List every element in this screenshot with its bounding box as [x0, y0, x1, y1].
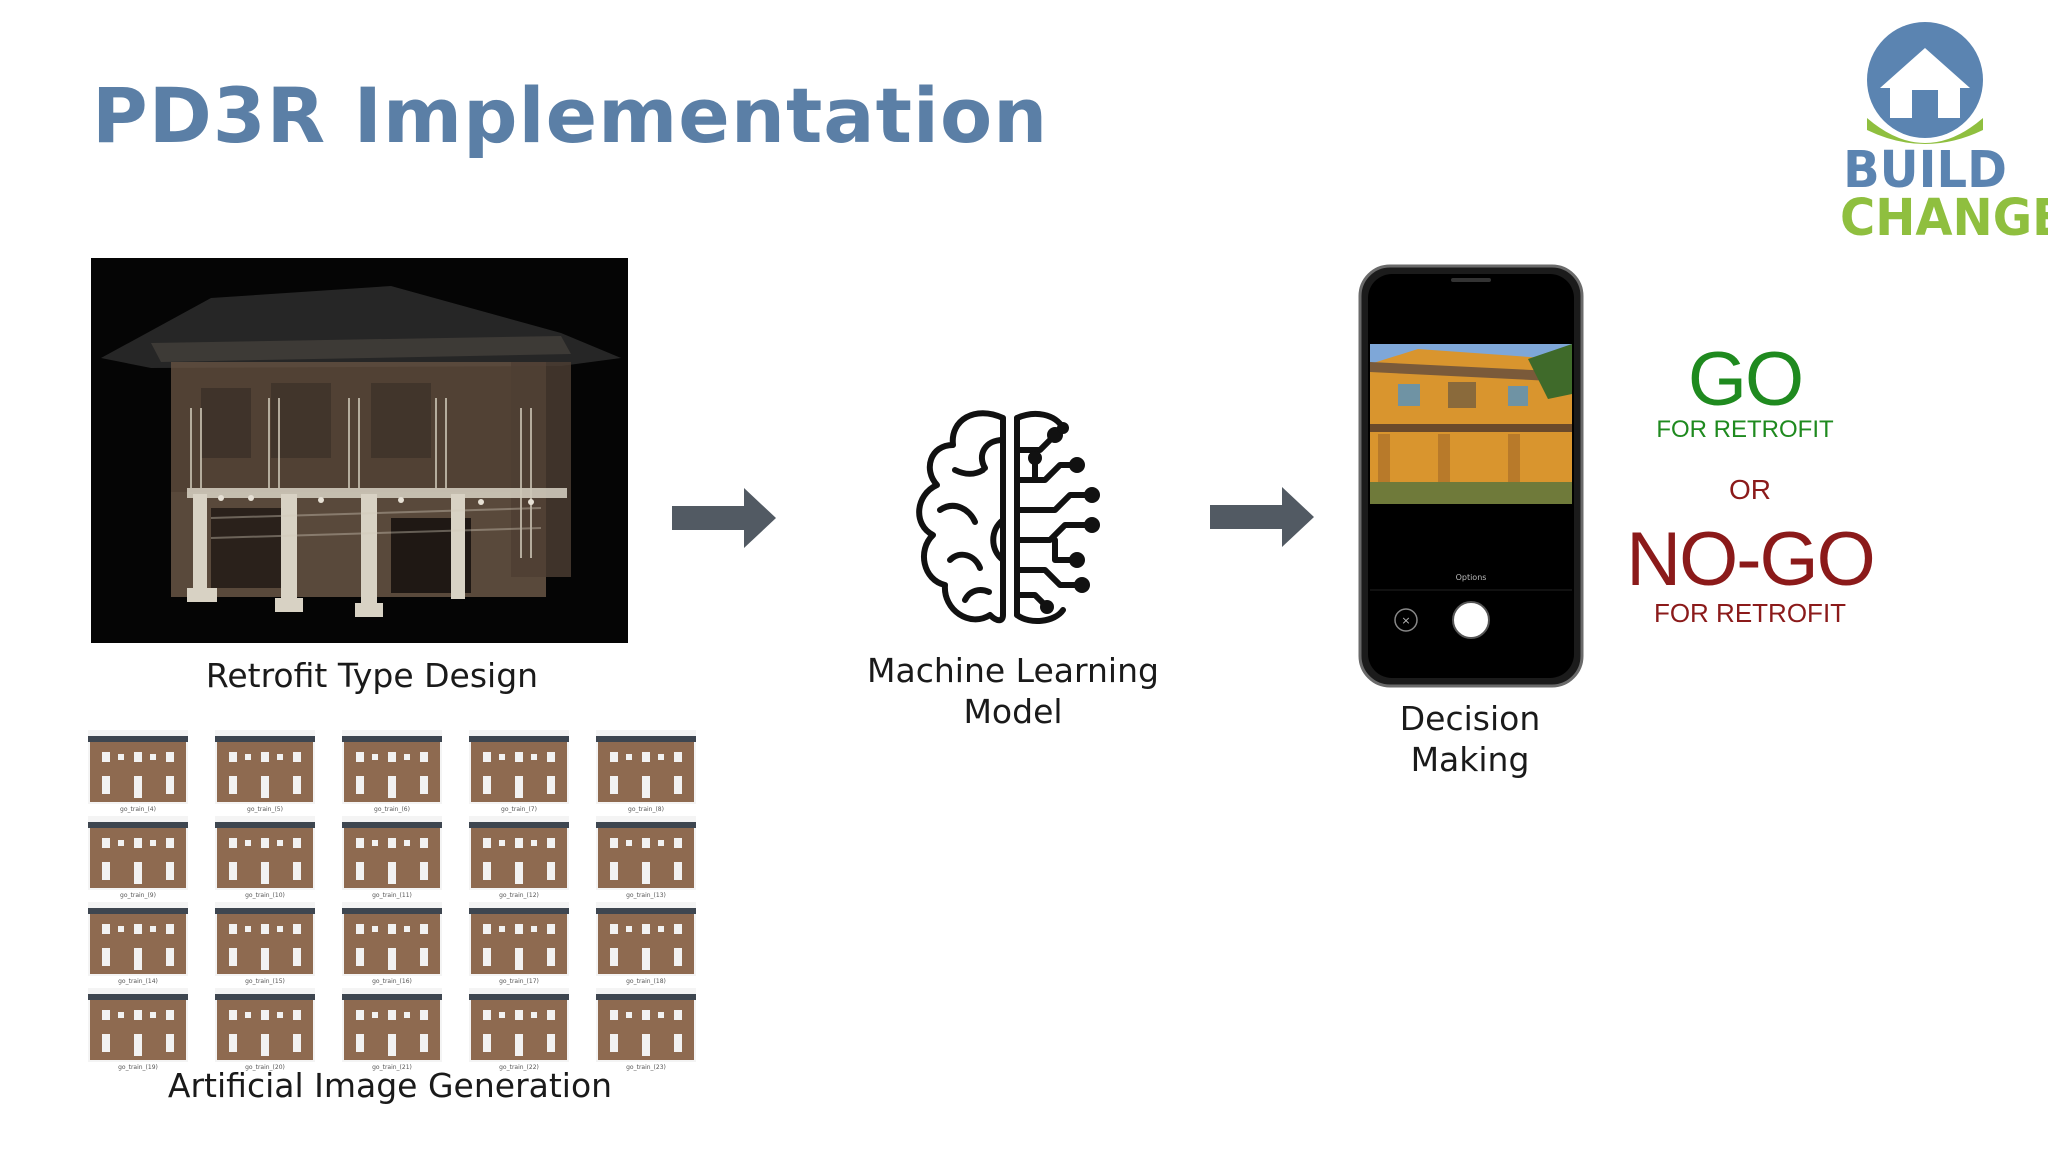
thumbnail-label: go_train_(12): [499, 892, 539, 899]
build-change-logo: BUILD CHANGE: [1840, 18, 2048, 248]
thumbnail-label: go_train_(19): [118, 1064, 158, 1071]
house-thumbnail-image: [88, 816, 188, 890]
thumbnail-label: go_train_(15): [245, 978, 285, 985]
thumbnail-label: go_train_(21): [372, 1064, 412, 1071]
thumbnail: go_train_(8): [596, 730, 696, 814]
decision-caption: Decision Making: [1270, 698, 1670, 780]
thumbnail-label: go_train_(8): [628, 806, 664, 813]
thumbnail-label: go_train_(5): [247, 806, 283, 813]
thumbnail: go_train_(13): [596, 816, 696, 900]
thumbnail-label: go_train_(4): [120, 806, 156, 813]
thumbnail: go_train_(19): [88, 988, 188, 1072]
thumbnail: go_train_(16): [342, 902, 442, 986]
thumbnail: go_train_(6): [342, 730, 442, 814]
shutter-button[interactable]: [1452, 601, 1490, 639]
retrofit-type-caption: Retrofit Type Design: [205, 656, 539, 695]
thumbnail-label: go_train_(22): [499, 1064, 539, 1071]
thumbnail-label: go_train_(14): [118, 978, 158, 985]
thumbnail: go_train_(9): [88, 816, 188, 900]
thumbnail-label: go_train_(23): [626, 1064, 666, 1071]
house-icon: [1867, 22, 1983, 144]
go-label: GO: [1687, 337, 1804, 422]
thumbnail: go_train_(10): [215, 816, 315, 900]
thumbnail: go_train_(14): [88, 902, 188, 986]
house-thumbnail-image: [88, 902, 188, 976]
thumbnail: go_train_(4): [88, 730, 188, 814]
nogo-label: NO-GO: [1626, 517, 1876, 602]
house-thumbnail-image: [469, 902, 569, 976]
house-thumbnail-image: [215, 902, 315, 976]
house-thumbnail-image: [215, 816, 315, 890]
house-thumbnail-image: [596, 730, 696, 804]
thumbnail: go_train_(20): [215, 988, 315, 1072]
thumbnail: go_train_(5): [215, 730, 315, 814]
house-thumbnail-image: [342, 816, 442, 890]
house-thumbnail-image: [88, 988, 188, 1062]
right-arrow-icon: [672, 488, 776, 548]
ml-model-caption-line1: Machine Learning: [867, 651, 1159, 690]
house-thumbnail-image: [469, 816, 569, 890]
house-thumbnail-image: [469, 730, 569, 804]
thumbnail: go_train_(18): [596, 902, 696, 986]
house-thumbnail-image: [596, 816, 696, 890]
svg-text:×: ×: [1401, 614, 1410, 627]
thumbnail-label: go_train_(20): [245, 1064, 285, 1071]
thumbnail-label: go_train_(9): [120, 892, 156, 899]
ml-model-caption-line2: Model: [963, 692, 1063, 731]
thumbnail: go_train_(7): [469, 730, 569, 814]
thumbnail-label: go_train_(18): [626, 978, 666, 985]
thumbnail: go_train_(11): [342, 816, 442, 900]
house-thumbnail-image: [342, 902, 442, 976]
options-label: Options: [1456, 573, 1487, 582]
thumbnail-label: go_train_(16): [372, 978, 412, 985]
decision-caption-line2: Making: [1410, 740, 1530, 779]
brain-circuit-icon: [916, 410, 1100, 624]
house-thumbnail-image: [469, 988, 569, 1062]
thumbnail: go_train_(22): [469, 988, 569, 1072]
right-arrow-icon: [1210, 487, 1314, 547]
thumbnail: go_train_(23): [596, 988, 696, 1072]
thumbnail-label: go_train_(7): [501, 806, 537, 813]
thumbnail-label: go_train_(10): [245, 892, 285, 899]
logo-word-change: CHANGE: [1840, 188, 2048, 248]
house-thumbnail-image: [215, 988, 315, 1062]
house-thumbnail-image: [215, 730, 315, 804]
decision-caption-line1: Decision: [1399, 699, 1541, 738]
thumbnail-grid: go_train_(4) go_train_(5) go_train_(6) go_t…: [88, 730, 698, 1072]
house-thumbnail-image: [342, 988, 442, 1062]
nogo-sub-label: FOR RETROFIT: [1653, 598, 1847, 628]
image-generation-caption: Artificial Image Generation: [167, 1066, 613, 1105]
thumbnail-label: go_train_(11): [372, 892, 412, 899]
or-label: OR: [1729, 474, 1771, 505]
close-icon[interactable]: [1394, 608, 1418, 632]
house-thumbnail-image: [88, 730, 188, 804]
go-sub-label: FOR RETROFIT: [1656, 416, 1834, 443]
smartphone-mockup: Options ×: [1358, 264, 1584, 688]
house-thumbnail-image: [596, 902, 696, 976]
thumbnail: go_train_(21): [342, 988, 442, 1072]
house-thumbnail-image: [342, 730, 442, 804]
house-thumbnail-image: [596, 988, 696, 1062]
thumbnail: go_train_(12): [469, 816, 569, 900]
thumbnail-label: go_train_(17): [499, 978, 539, 985]
thumbnail: go_train_(15): [215, 902, 315, 986]
thumbnail: go_train_(17): [469, 902, 569, 986]
ml-model-caption: Machine Learning Model: [813, 650, 1213, 732]
slide-title: PD3R Implementation: [92, 71, 1049, 160]
retrofit-render-image: [91, 258, 628, 643]
thumbnail-label: go_train_(6): [374, 806, 410, 813]
logo-word-build: BUILD: [1843, 140, 2007, 200]
thumbnail-label: go_train_(13): [626, 892, 666, 899]
